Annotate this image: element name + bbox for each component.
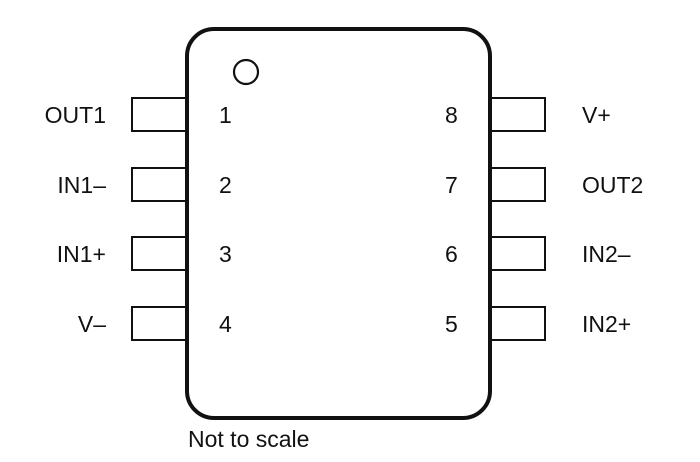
pin-lead-1 xyxy=(131,97,187,132)
pin-name-3: IN1+ xyxy=(57,241,106,267)
pin-number-3: 3 xyxy=(219,241,232,267)
pin-lead-7 xyxy=(490,167,546,202)
pin-lead-6 xyxy=(490,236,546,271)
pin-name-1: OUT1 xyxy=(45,102,106,128)
pin-lead-5 xyxy=(490,306,546,341)
pin-name-6: IN2– xyxy=(582,241,631,267)
pin1-marker-circle xyxy=(232,58,260,86)
pin-name-4: V– xyxy=(78,311,106,337)
pin-number-2: 2 xyxy=(219,172,232,198)
pin-lead-2 xyxy=(131,167,187,202)
pin-number-8: 8 xyxy=(445,102,458,128)
pin-lead-3 xyxy=(131,236,187,271)
pin-lead-4 xyxy=(131,306,187,341)
pin-lead-8 xyxy=(490,97,546,132)
pin-name-7: OUT2 xyxy=(582,172,643,198)
pin-number-1: 1 xyxy=(219,102,232,128)
package-body xyxy=(185,27,492,420)
caption-not-to-scale: Not to scale xyxy=(188,426,310,452)
pin-number-6: 6 xyxy=(445,241,458,267)
pin-name-2: IN1– xyxy=(57,172,106,198)
pin-number-4: 4 xyxy=(219,311,232,337)
pin-number-5: 5 xyxy=(445,311,458,337)
pin-name-8: V+ xyxy=(582,102,611,128)
pin-name-5: IN2+ xyxy=(582,311,631,337)
pin-number-7: 7 xyxy=(445,172,458,198)
